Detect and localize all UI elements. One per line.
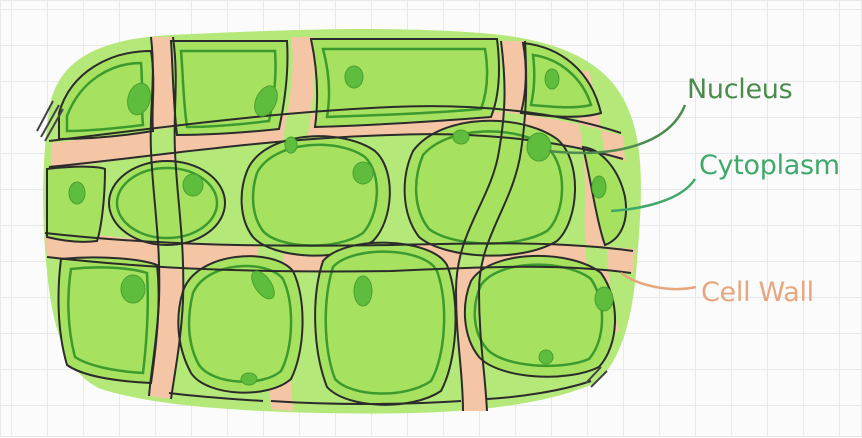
- nucleus: [592, 176, 606, 198]
- nucleus: [453, 130, 469, 144]
- nucleus: [539, 350, 553, 364]
- nucleus-label: Nucleus: [687, 74, 792, 105]
- cell-bottom-3: [315, 243, 455, 405]
- nucleus: [345, 66, 363, 88]
- cell-bottom-2: [178, 256, 302, 392]
- cell-top-3: [311, 39, 499, 127]
- nucleus: [69, 182, 85, 204]
- nucleus: [354, 276, 372, 306]
- nucleus: [241, 373, 257, 385]
- cell-bottom-left: [59, 257, 159, 383]
- cell-mid-2: [109, 161, 225, 245]
- nucleus: [527, 133, 551, 161]
- cell-mid-3: [242, 136, 390, 255]
- cell-wall-label: Cell Wall: [701, 277, 814, 308]
- nucleus: [595, 287, 613, 311]
- nucleus: [353, 162, 373, 184]
- nucleus: [121, 275, 145, 303]
- cytoplasm-label: Cytoplasm: [699, 150, 840, 181]
- nucleus: [545, 69, 559, 89]
- nucleus: [285, 137, 297, 153]
- nucleus: [183, 174, 203, 196]
